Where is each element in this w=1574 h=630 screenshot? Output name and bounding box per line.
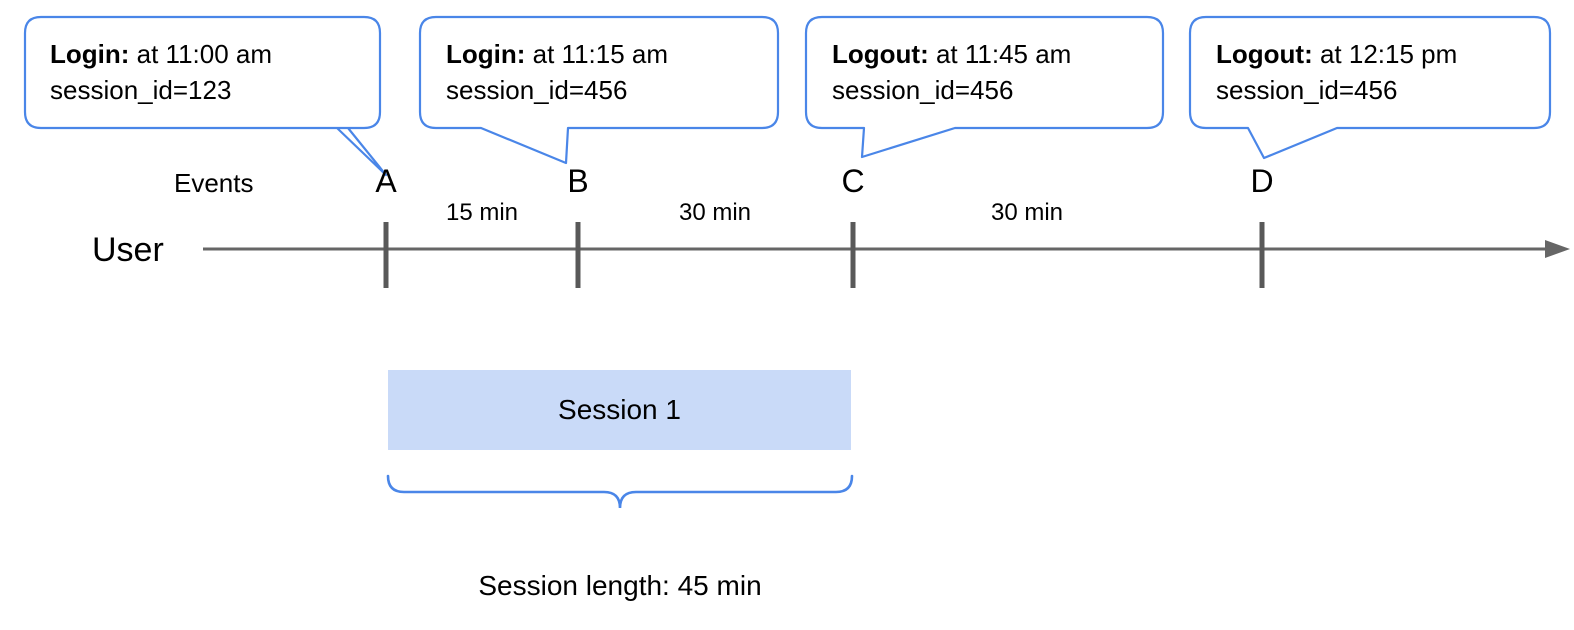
event-letter-d: D xyxy=(1250,163,1274,199)
callout-a-lead: Login: xyxy=(50,39,130,69)
event-letter-c: C xyxy=(841,163,865,199)
callout-c-detail: session_id=456 xyxy=(832,75,1014,105)
events-row-label: Events xyxy=(174,168,254,198)
duration-label-c-d: 30 min xyxy=(990,199,1064,226)
callout-c-text: Logout: at 11:45 am session_id=456 xyxy=(832,36,1071,108)
duration-label-a-b: 15 min xyxy=(445,199,519,226)
session-bar-label: Session 1 xyxy=(558,394,681,425)
callout-b-lead: Login: xyxy=(446,39,526,69)
callout-c-lead: Logout: xyxy=(832,39,929,69)
session-length-caption: Session length: 45 min xyxy=(478,570,762,601)
callout-b-text: Login: at 11:15 am session_id=456 xyxy=(446,36,668,108)
callout-b-detail: session_id=456 xyxy=(446,75,628,105)
callout-a-text: Login: at 11:00 am session_id=123 xyxy=(50,36,272,108)
duration-label-b-c: 30 min xyxy=(678,199,752,226)
user-row-label: User xyxy=(92,231,164,269)
callout-d-time: at 12:15 pm xyxy=(1312,39,1458,69)
callout-c-time: at 11:45 am xyxy=(928,39,1072,69)
timeline-axis xyxy=(203,240,1570,258)
callout-d-lead: Logout: xyxy=(1216,39,1313,69)
session-brace xyxy=(386,474,854,509)
event-letter-b: B xyxy=(567,163,589,199)
callout-d-detail: session_id=456 xyxy=(1216,75,1398,105)
callout-a-detail: session_id=123 xyxy=(50,75,232,105)
callout-b-time: at 11:15 am xyxy=(525,39,669,69)
event-ticks xyxy=(383,222,1265,288)
callout-d-text: Logout: at 12:15 pm session_id=456 xyxy=(1216,36,1457,108)
session-bar: Session 1 xyxy=(388,370,851,450)
event-letter-a: A xyxy=(375,163,397,199)
axis-arrowhead xyxy=(1545,240,1570,258)
callout-a-time: at 11:00 am xyxy=(129,39,273,69)
